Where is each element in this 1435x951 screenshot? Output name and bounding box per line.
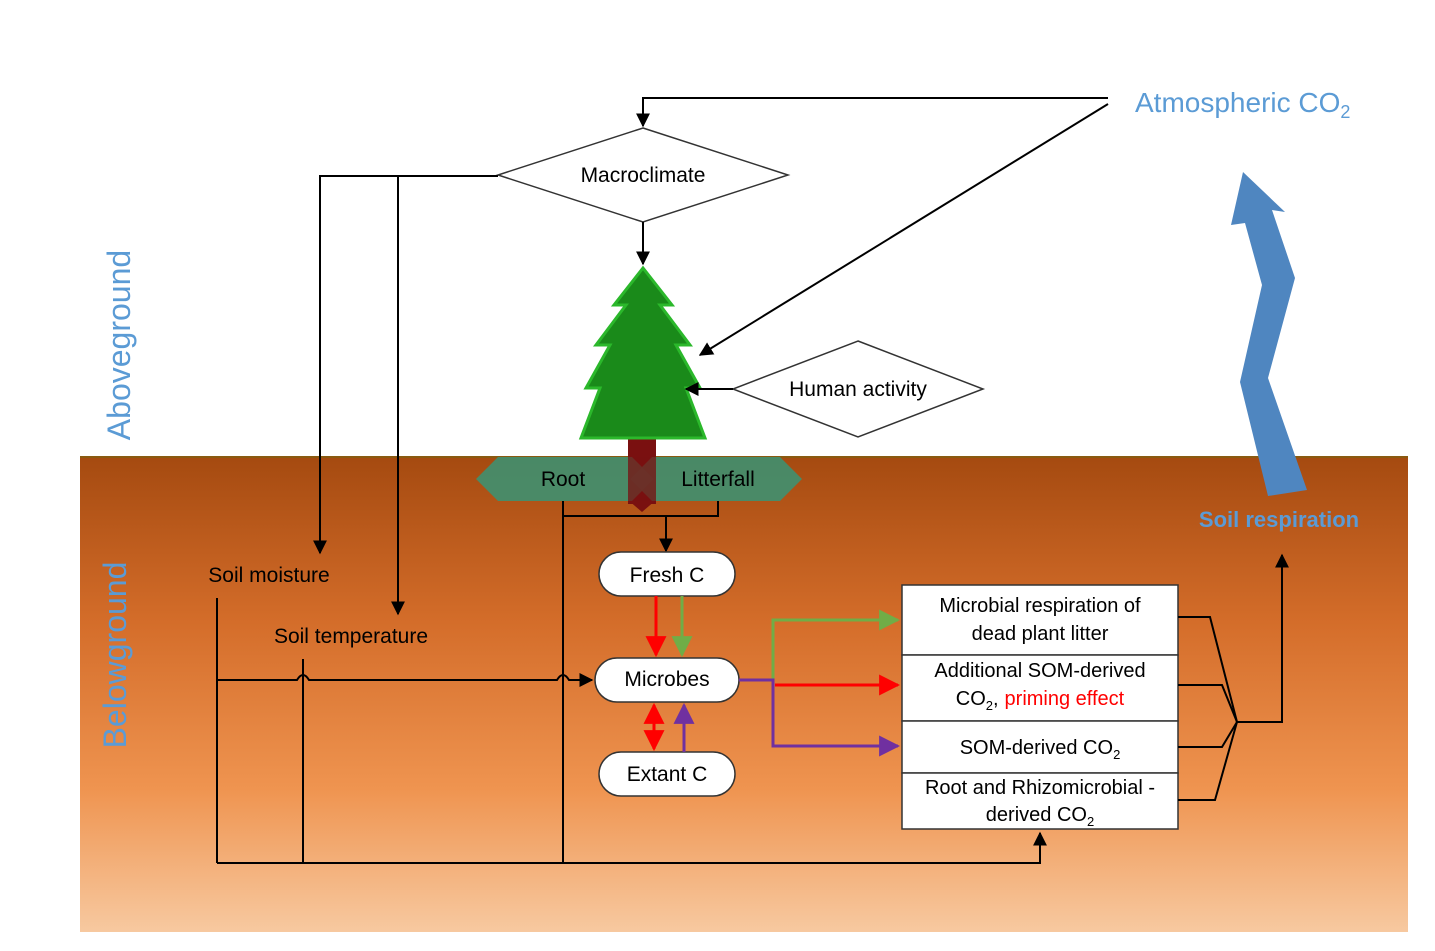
belowground-label: Belowground xyxy=(97,562,133,749)
atmospheric-co2-label: Atmospheric CO2 xyxy=(1135,87,1350,122)
tree-crown xyxy=(578,265,708,440)
aboveground-label: Aboveground xyxy=(101,250,137,440)
microbes-to-litter-respiration-green-arrow xyxy=(771,609,901,680)
extant-c-node xyxy=(598,751,736,797)
trunk-overlay xyxy=(628,457,656,501)
source-som-derived xyxy=(901,720,1179,774)
fresh-c-label: Fresh C xyxy=(630,564,705,587)
root-rhizomicrobial-line1: Root and Rhizomicrobial - xyxy=(925,777,1155,799)
soil-layer xyxy=(80,456,1408,932)
microbes-to-som-purple-arrow xyxy=(739,678,901,757)
priming-effect-label: priming effect xyxy=(1005,688,1125,710)
soil-factors-to-sources-arrow xyxy=(217,831,1047,864)
litterfall-label: Litterfall xyxy=(681,468,755,491)
litterfall-box xyxy=(630,457,802,501)
microbes-label: Microbes xyxy=(624,668,709,691)
macroclimate-label: Macroclimate xyxy=(581,164,706,187)
co2-sources-table xyxy=(901,584,1179,830)
human-activity-diamond xyxy=(730,340,986,438)
source-microbial-respiration xyxy=(901,584,1179,656)
som-derived-label: SOM-derived CO2 xyxy=(960,737,1121,762)
extant-c-label: Extant C xyxy=(627,763,708,786)
sources-bracket xyxy=(1178,553,1289,801)
human-activity-label: Human activity xyxy=(789,378,927,401)
soil-factors-to-microbes-arrow xyxy=(217,673,594,687)
microbial-respiration-line2: dead plant litter xyxy=(972,623,1109,645)
macroclimate-to-soil-moisture-arrow xyxy=(313,175,498,555)
root-rhizomicrobial-line2: derived CO2 xyxy=(986,804,1094,829)
source-root-rhizomicrobial xyxy=(901,772,1179,830)
fresh-c-node xyxy=(598,551,736,597)
microbial-respiration-line1: Microbial respiration of xyxy=(939,595,1141,617)
additional-som-line2: CO2,priming effect xyxy=(956,688,1125,713)
trunk-root-tip xyxy=(628,500,656,512)
additional-som-line1: Additional SOM-derived xyxy=(934,660,1145,682)
atmosphere-to-tree-arrow xyxy=(698,103,1109,356)
soil-temperature-label: Soil temperature xyxy=(274,625,428,648)
soil-respiration-label: Soil respiration xyxy=(1199,507,1359,532)
litterfall-to-fresh-c-arrow xyxy=(659,501,719,553)
soil-moisture-label: Soil moisture xyxy=(208,564,329,587)
atmosphere-to-macroclimate-arrow xyxy=(636,97,1108,128)
root-box xyxy=(476,457,654,501)
root-label: Root xyxy=(541,468,586,491)
soil-respiration-arrow xyxy=(1231,172,1307,496)
source-additional-som xyxy=(901,654,1179,722)
